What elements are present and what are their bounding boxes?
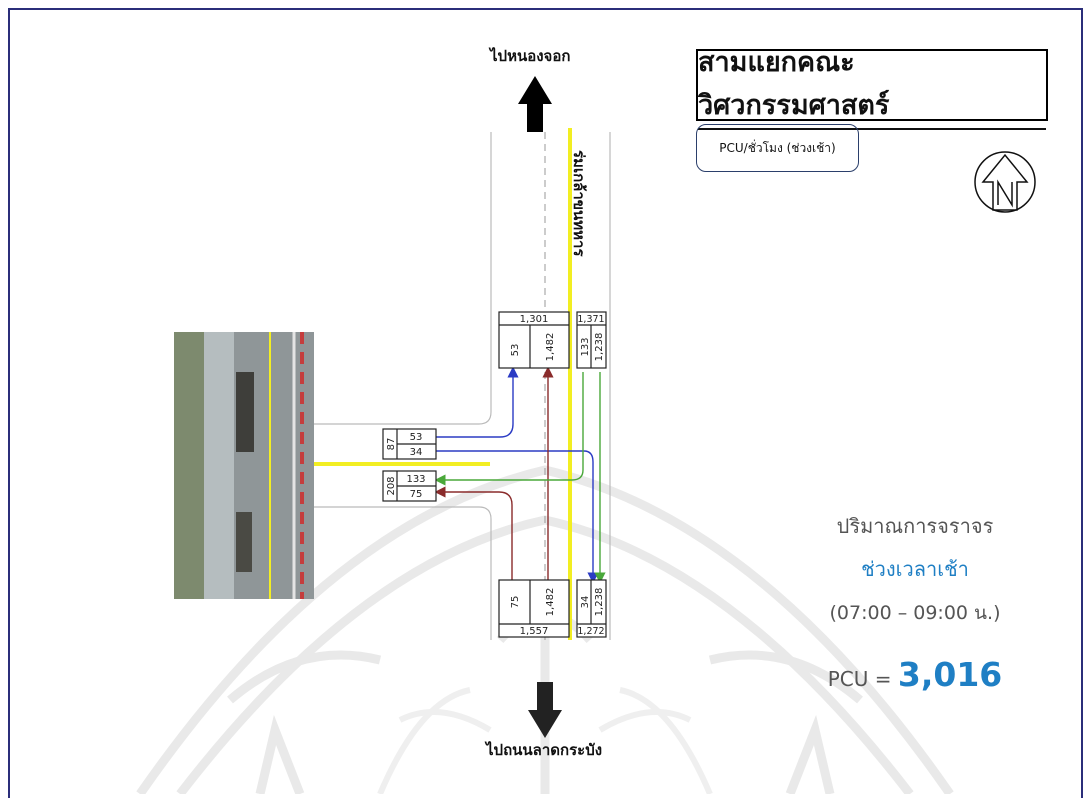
south-direction-label: ไปถนนลาดกระบัง (486, 738, 602, 762)
vol-west-in-right: 34 (410, 447, 423, 458)
arrow-down-icon (528, 682, 562, 738)
vol-north-in-total: 1,371 (577, 314, 604, 325)
summary-pcu: PCU = 3,016 (790, 655, 1040, 694)
vol-north-in-through: 1,238 (594, 333, 605, 362)
street-photo (174, 332, 314, 599)
vol-north-out-left: 53 (510, 344, 521, 357)
unit-label: PCU/ชั่วโมง (ช่วงเช้า) (696, 124, 859, 172)
page-title: สามแยกคณะวิศวกรรมศาสตร์ (696, 49, 1048, 121)
road-edges (314, 132, 610, 640)
vol-north-in-right: 133 (580, 337, 591, 356)
arrow-up-icon (518, 76, 552, 132)
vol-south-in-left: 75 (510, 596, 521, 609)
vol-west-out-a: 133 (406, 474, 425, 485)
flow-west-left (436, 372, 513, 437)
summary-period: ช่วงเวลาเช้า (790, 553, 1040, 585)
median-line (314, 128, 570, 640)
volume-labels: 1,301 53 1,482 1,371 133 1,238 87 53 34 … (386, 314, 605, 637)
summary-title: ปริมาณการจราจร (790, 510, 1040, 542)
road-name-label: ร่มเกล้าขนทหาร (570, 150, 588, 257)
flow-south-left (440, 492, 512, 580)
summary-time: (07:00 – 09:00 น.) (790, 598, 1040, 628)
vol-south-out-total: 1,272 (577, 626, 604, 637)
vol-west-in-total: 87 (386, 438, 397, 451)
vol-south-in-total: 1,557 (520, 626, 549, 637)
vol-north-out-total: 1,301 (520, 314, 549, 325)
vol-south-out-through: 1,238 (594, 588, 605, 617)
vol-west-out-total: 208 (386, 476, 397, 495)
north-arrow-icon (975, 152, 1035, 212)
pcu-value: 3,016 (898, 655, 1002, 694)
flow-lines (436, 372, 600, 580)
vol-west-out-b: 75 (410, 489, 423, 500)
vol-south-out-right: 34 (580, 596, 591, 609)
vol-north-out-through: 1,482 (545, 333, 556, 362)
vol-south-in-through: 1,482 (545, 588, 556, 617)
vol-west-in-left: 53 (410, 432, 423, 443)
pcu-prefix: PCU = (828, 667, 898, 691)
north-direction-label: ไปหนองจอก (490, 44, 570, 68)
